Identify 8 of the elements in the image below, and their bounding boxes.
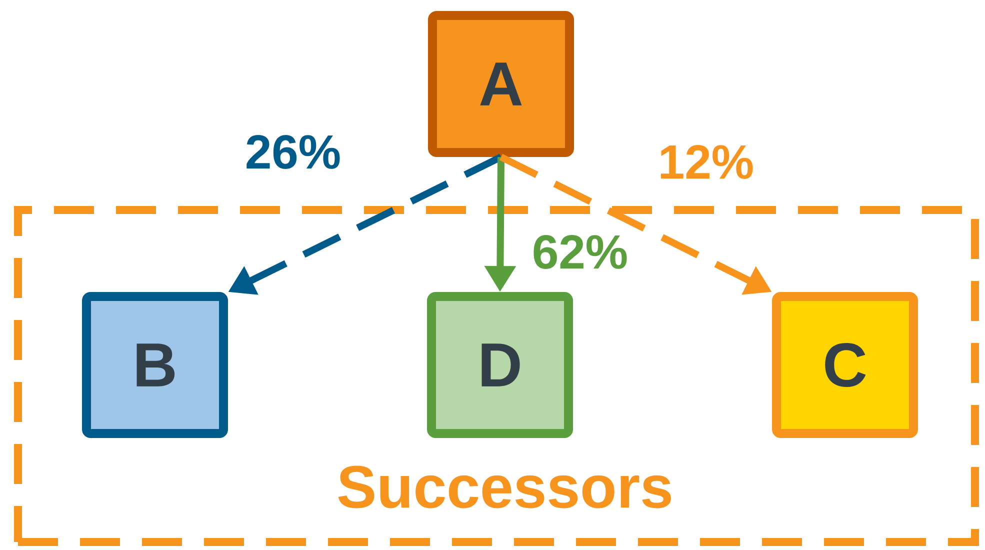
letter-box: B [82, 292, 228, 438]
letter-box: D [427, 292, 573, 438]
letter-box: C [772, 292, 918, 438]
edge-label: 26% [244, 134, 342, 170]
letter-box: A [428, 11, 574, 157]
edge-label: 12% [656, 144, 756, 180]
edge-label: 62% [530, 234, 630, 270]
group-title: Successors [338, 466, 671, 508]
